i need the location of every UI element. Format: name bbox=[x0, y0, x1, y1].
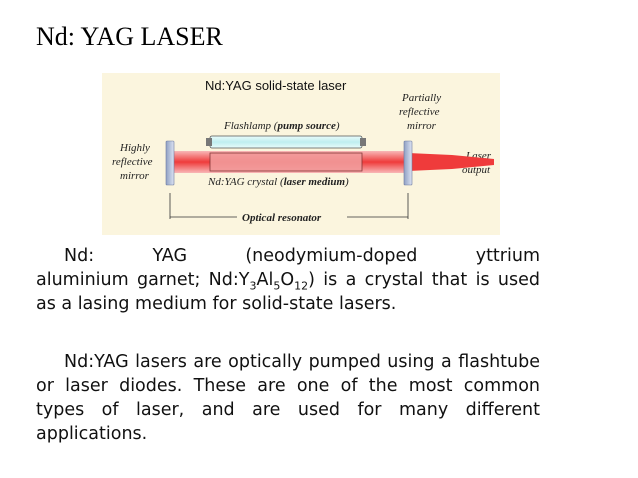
left-mirror-icon bbox=[165, 140, 175, 186]
laser-diagram-svg: Nd:YAG solid-state laser Partially refle… bbox=[112, 78, 494, 224]
resonator-label: Optical resonator bbox=[242, 212, 322, 224]
slide-title: Nd: YAG LASER bbox=[36, 22, 223, 51]
right-mirror-label-2: reflective bbox=[399, 106, 440, 118]
nd-yag-crystal-rod bbox=[209, 152, 363, 172]
nd-yag-laser-diagram: Nd:YAG solid-state laser Partially refle… bbox=[102, 73, 500, 235]
flashlamp-label: Flashlamp (pump source) bbox=[223, 120, 340, 132]
left-mirror-label-3: mirror bbox=[120, 170, 150, 182]
crystal-label: Nd:YAG crystal (laser medium) bbox=[207, 176, 349, 188]
paragraph-nd-yag-definition: Nd: YAG (neodymium-doped yttrium alumini… bbox=[36, 246, 540, 314]
diagram-title: Nd:YAG solid-state laser bbox=[205, 78, 347, 93]
paragraph1-line1: Nd: YAG (neodymium-doped yttrium bbox=[64, 246, 540, 266]
paragraph-nd-yag-pumping: Nd:YAG lasers are optically pumped using… bbox=[36, 350, 540, 446]
laser-output-beam bbox=[408, 153, 494, 171]
left-mirror-label-1: Highly bbox=[119, 142, 150, 154]
left-mirror-label-2: reflective bbox=[112, 156, 153, 168]
flashlamp-tube bbox=[209, 135, 363, 149]
right-mirror-label-1: Partially bbox=[401, 92, 441, 104]
paragraph2-text: Nd:YAG lasers are optically pumped using… bbox=[36, 352, 540, 444]
flashlamp-end-left bbox=[206, 138, 212, 146]
right-mirror-label-3: mirror bbox=[407, 120, 437, 132]
right-mirror-icon bbox=[403, 140, 413, 186]
flashlamp-end-right bbox=[360, 138, 366, 146]
